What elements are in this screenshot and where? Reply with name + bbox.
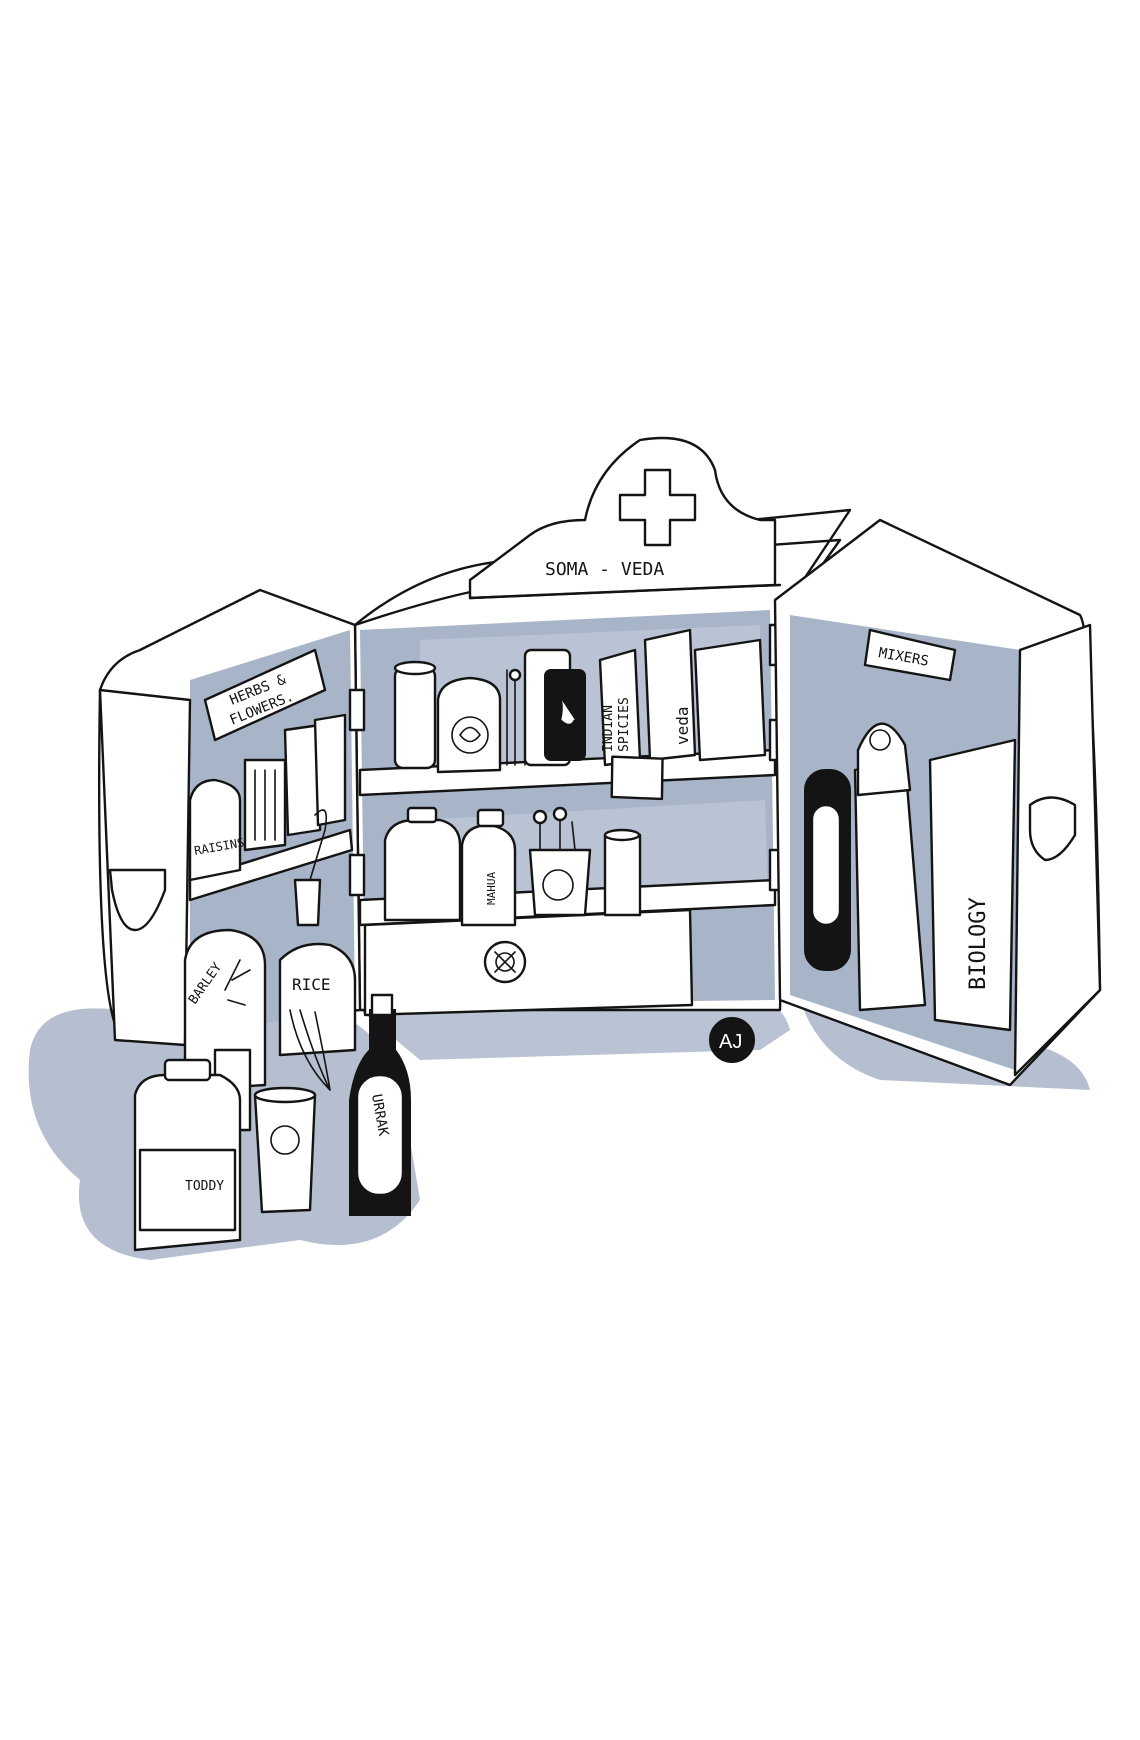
top-shelf-items: INDIAN SPICIES veda [393, 628, 767, 801]
medical-cross-icon [618, 468, 697, 547]
indian-spices-label-line1: INDIAN [601, 705, 616, 752]
left-door-items: RAISINS [188, 713, 347, 927]
mahua-label: MAHUA [485, 872, 498, 905]
urrak-label: URRAK [368, 1093, 391, 1138]
rice-label: RICE [292, 975, 331, 994]
right-handle-icon [1028, 796, 1077, 862]
left-handle-icon [108, 868, 167, 932]
sign-label: SOMA - VEDA [545, 559, 664, 580]
signature-label: AJ [719, 1031, 742, 1053]
veda-book-label: veda [673, 706, 692, 745]
artist-signature: AJ [709, 1017, 755, 1063]
biology-book-label: BIOLOGY [966, 897, 991, 990]
indian-spices-label-line2: SPICIES [617, 697, 632, 752]
floor-bottles: BARLEY RICE TODDY URRAK [133, 928, 411, 1252]
middle-shelf-items: MAHUA [383, 806, 642, 927]
cabinet-sign: SOMA - VEDA [468, 436, 782, 600]
right-door-items: BIOLOGY [804, 722, 1017, 1032]
toddy-label: TODDY [185, 1179, 224, 1194]
